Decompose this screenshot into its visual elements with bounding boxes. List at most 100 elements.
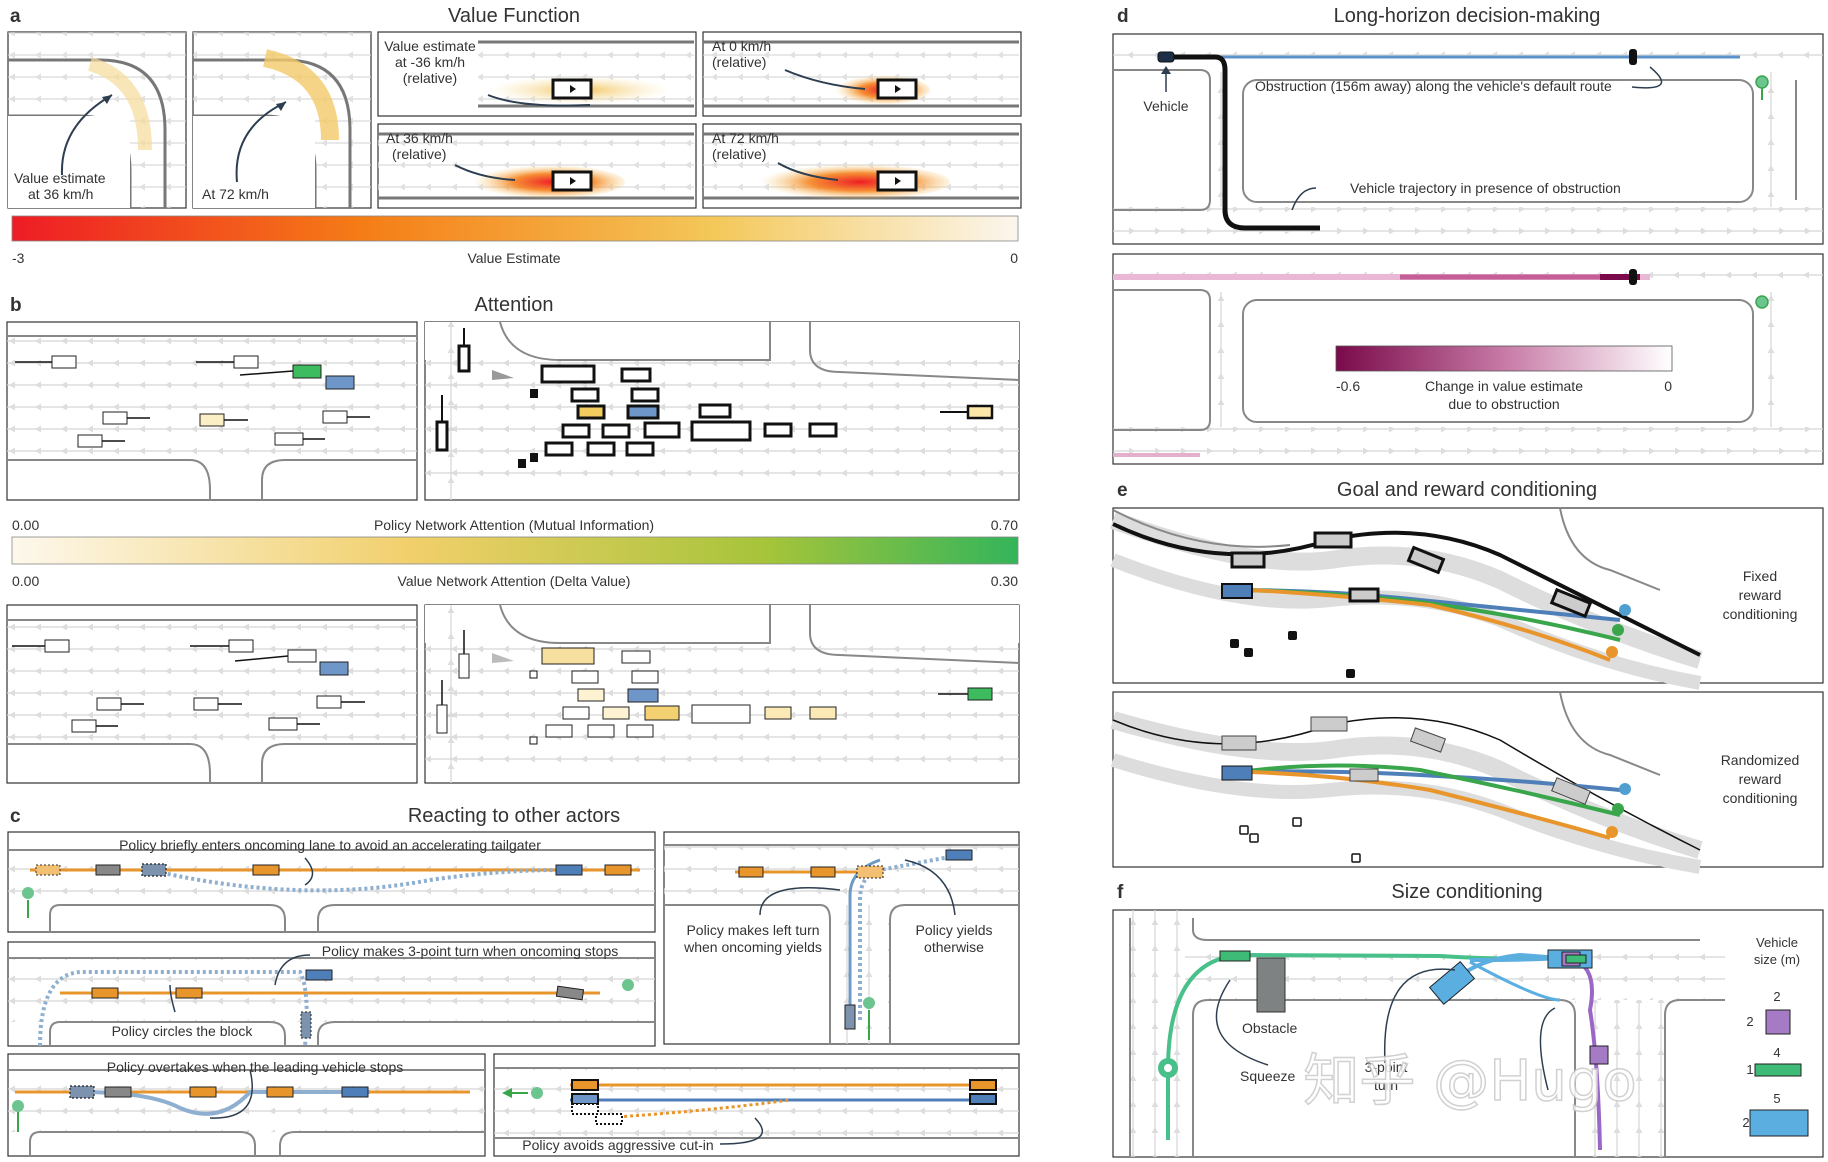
- attention-colorbars: 0.00 Policy Network Attention (Mutual In…: [11, 517, 1019, 589]
- panel-e-letter: e: [1117, 480, 1128, 501]
- panel-a-letter: a: [10, 6, 21, 27]
- label-fixed-line2: reward: [1739, 587, 1782, 603]
- map-default-route: Vehicle Obstruction (156m away) along th…: [1112, 33, 1824, 245]
- straight-label-0-line1: At 0 km/h: [712, 38, 771, 54]
- panel-b-letter: b: [10, 295, 22, 316]
- attention-scene-value-left: [6, 604, 418, 784]
- watermark: 知乎 @Hugo: [1303, 1049, 1636, 1114]
- scene-three-point: Policy makes 3-point turn when oncoming …: [7, 941, 656, 1047]
- label-yields-line2: otherwise: [924, 939, 984, 955]
- straight-label-0-line2: (relative): [712, 54, 766, 70]
- label-yields-line1: Policy yields: [915, 922, 992, 938]
- panel-f: f Size conditioning: [1112, 881, 1824, 1158]
- panel-b: b Attention: [6, 294, 1020, 784]
- panel-c: c Reacting to other actors Policy briefl…: [7, 805, 1020, 1157]
- scene-randomized-reward: Randomized reward conditioning: [1110, 691, 1824, 874]
- panel-f-title: Size conditioning: [1391, 881, 1542, 903]
- scene-cut-in: Policy avoids aggressive cut-in: [493, 1053, 1020, 1157]
- label-randomized-line1: Randomized: [1721, 752, 1800, 768]
- legend-swatch-2x2: [1765, 1009, 1791, 1035]
- label-three-point: Policy makes 3-point turn when oncoming …: [322, 943, 618, 959]
- label-left-turn-line2: when oncoming yields: [683, 939, 822, 955]
- straight-panel-neg36: Value estimate at -36 km/h (relative): [377, 31, 697, 117]
- label-overtakes: Policy overtakes when the leading vehicl…: [107, 1059, 404, 1075]
- map-value-change: -0.6 Change in value estimate due to obs…: [1112, 253, 1824, 465]
- panel-e: e Goal and reward conditioning: [1109, 479, 1824, 874]
- dbar-label-line2: due to obstruction: [1448, 396, 1559, 412]
- straight-label-neg36-line3: (relative): [403, 70, 457, 86]
- label-circles: Policy circles the block: [112, 1023, 254, 1039]
- curve-panel-72: At 72 km/h: [192, 31, 372, 209]
- dbar-label-line1: Change in value estimate: [1425, 378, 1583, 394]
- scene-size: Obstacle Squeeze 3-point turn Vehicle si…: [1112, 909, 1824, 1158]
- panel-d: d Long-horizon decision-making Vehicle O…: [1112, 5, 1824, 465]
- panel-f-letter: f: [1117, 882, 1124, 903]
- curve-label-72: At 72 km/h: [202, 186, 269, 202]
- legend-swatch-4x1: [1754, 1063, 1802, 1077]
- dbar-max: 0: [1664, 378, 1672, 394]
- legend-size-2-h: 2: [1746, 1014, 1753, 1029]
- attention-scene-policy-right: [424, 321, 1020, 501]
- legend-swatch-5x2: [1749, 1109, 1809, 1137]
- label-obstacle: Obstacle: [1242, 1020, 1297, 1036]
- label-turn-line2: turn: [1374, 1077, 1398, 1093]
- legend-size-5-h: 2: [1742, 1115, 1749, 1130]
- value-bar-max: 0.30: [991, 573, 1018, 589]
- scene-left-turn: Policy makes left turn when oncoming yie…: [663, 831, 1020, 1045]
- value-colorbar-max: 0: [1010, 250, 1018, 266]
- label-squeeze: Squeeze: [1240, 1068, 1295, 1084]
- label-vehicle: Vehicle: [1143, 98, 1188, 114]
- label-trajectory: Vehicle trajectory in presence of obstru…: [1350, 180, 1621, 196]
- dbar-min: -0.6: [1336, 378, 1360, 394]
- curve-label-36-line2: at 36 km/h: [28, 186, 93, 202]
- panel-a: a Value Function Value estimate at 36 km…: [7, 5, 1022, 266]
- label-cut-in: Policy avoids aggressive cut-in: [522, 1137, 713, 1153]
- value-colorbar-label: Value Estimate: [467, 250, 560, 266]
- label-left-turn-line1: Policy makes left turn: [686, 922, 819, 938]
- panel-a-title: Value Function: [448, 5, 580, 27]
- value-bar-label: Value Network Attention (Delta Value): [398, 573, 631, 589]
- policy-bar-max: 0.70: [991, 517, 1018, 533]
- policy-bar-label: Policy Network Attention (Mutual Informa…: [374, 517, 654, 533]
- legend-size-5-w: 5: [1773, 1091, 1780, 1106]
- panel-c-letter: c: [10, 806, 21, 827]
- label-randomized-line3: conditioning: [1723, 790, 1798, 806]
- legend-title-line1: Vehicle: [1756, 935, 1798, 950]
- label-fixed-line1: Fixed: [1743, 568, 1777, 584]
- legend-title-line2: size (m): [1754, 952, 1800, 967]
- panel-d-letter: d: [1117, 6, 1129, 27]
- label-fixed-line3: conditioning: [1723, 606, 1798, 622]
- legend-size-2-w: 2: [1773, 989, 1780, 1004]
- value-colorbar-min: -3: [12, 250, 25, 266]
- policy-bar-min: 0.00: [12, 517, 39, 533]
- label-randomized-line2: reward: [1739, 771, 1782, 787]
- legend-size-4-w: 4: [1773, 1045, 1780, 1060]
- label-tailgater: Policy briefly enters oncoming lane to a…: [119, 837, 541, 853]
- size-legend: Vehicle size (m) 2 2 4 1 5 2: [1730, 914, 1820, 1154]
- attention-scene-value-right: [424, 604, 1020, 784]
- straight-label-72-line2: (relative): [712, 146, 766, 162]
- panel-b-title: Attention: [475, 294, 554, 316]
- panel-c-title: Reacting to other actors: [408, 805, 620, 827]
- value-colorbar: -3 Value Estimate 0: [11, 215, 1019, 266]
- straight-label-neg36-line2: at -36 km/h: [395, 54, 465, 70]
- straight-panel-0: At 0 km/h (relative): [702, 31, 1022, 117]
- attention-scene-policy-left: [6, 321, 418, 501]
- straight-label-neg36-line1: Value estimate: [384, 38, 476, 54]
- straight-panels: Value estimate at -36 km/h (relative) At…: [377, 31, 1022, 209]
- straight-label-36-line1: At 36 km/h: [386, 130, 453, 146]
- straight-label-36-line2: (relative): [392, 146, 446, 162]
- straight-panel-72: At 72 km/h (relative): [702, 123, 1022, 209]
- straight-label-72-line1: At 72 km/h: [712, 130, 779, 146]
- value-bar-min: 0.00: [12, 573, 39, 589]
- label-obstruction: Obstruction (156m away) along the vehicl…: [1255, 78, 1612, 94]
- scene-fixed-reward: Fixed reward conditioning: [1109, 507, 1824, 690]
- label-turn-line1: 3-point: [1365, 1059, 1408, 1075]
- straight-panel-36: At 36 km/h (relative): [377, 123, 697, 209]
- panel-d-title: Long-horizon decision-making: [1334, 5, 1601, 27]
- panel-e-title: Goal and reward conditioning: [1337, 479, 1597, 501]
- legend-size-4-h: 1: [1746, 1062, 1753, 1077]
- curve-label-36-line1: Value estimate: [14, 170, 106, 186]
- scene-overtake: Policy overtakes when the leading vehicl…: [7, 1053, 486, 1157]
